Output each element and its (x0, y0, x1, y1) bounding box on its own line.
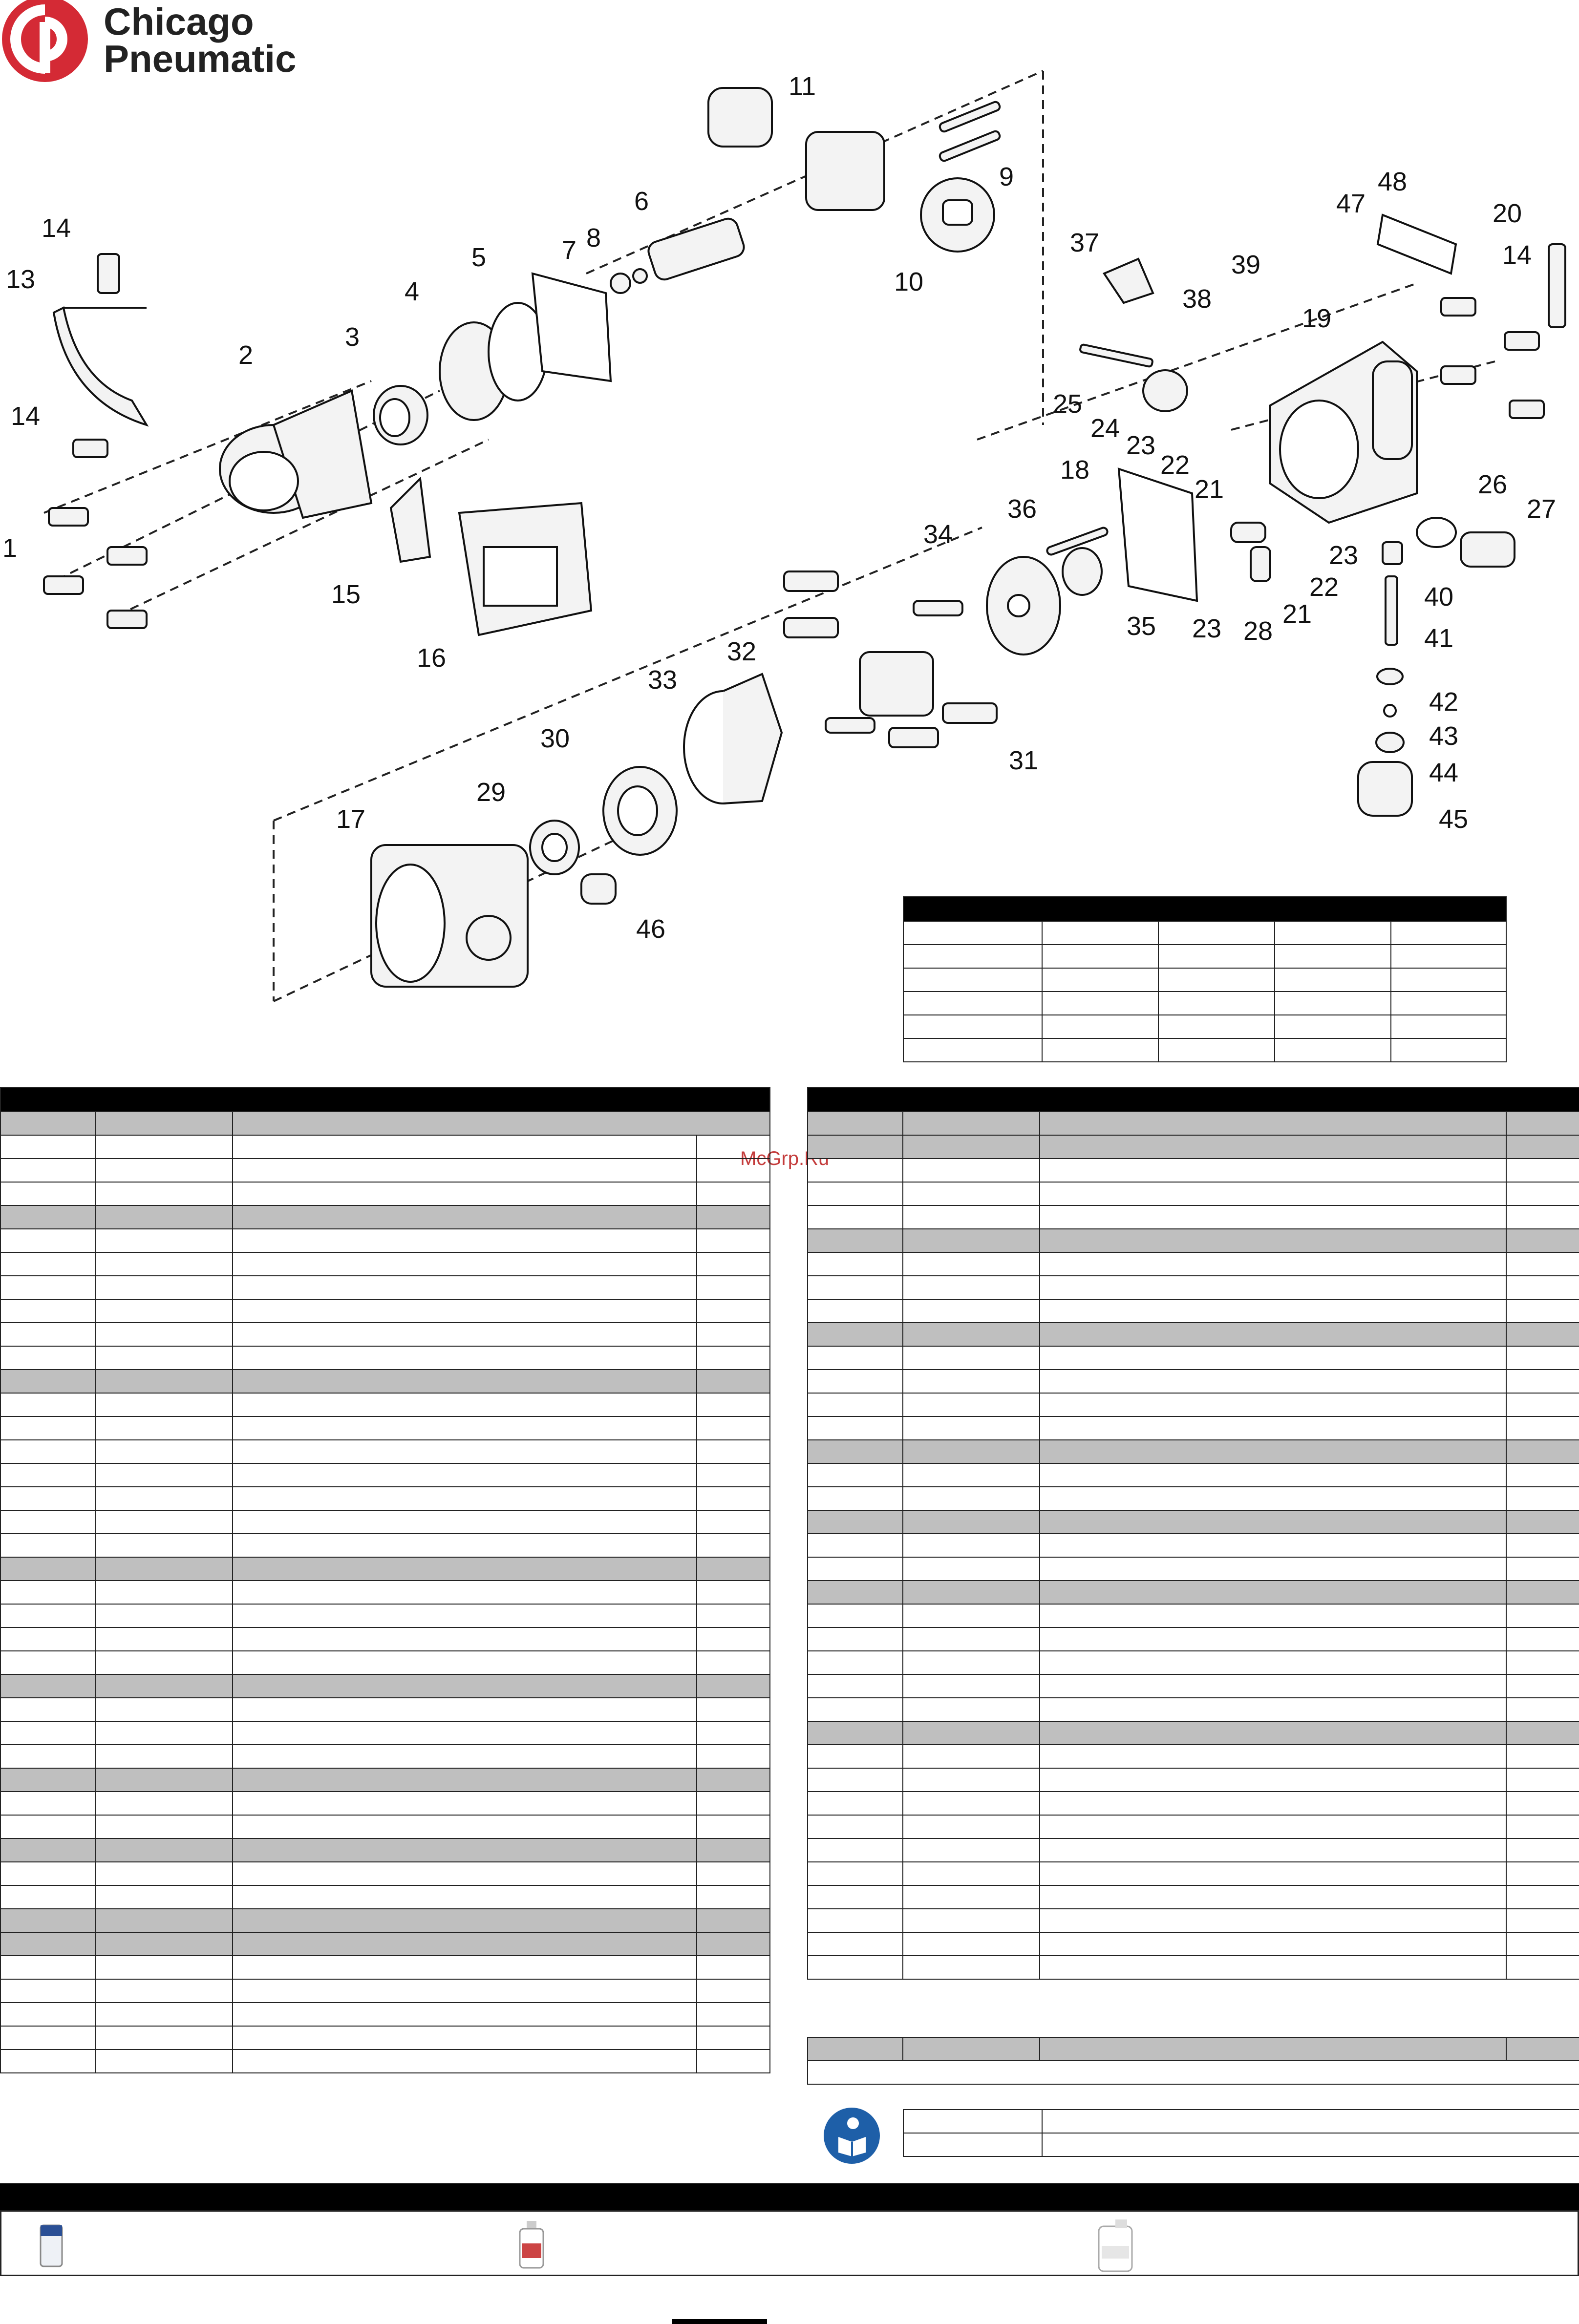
callout-35: 35 (1127, 612, 1156, 641)
callout-25: 25 (1053, 389, 1082, 419)
kit-table (807, 2037, 1579, 2085)
spec-row (903, 1014, 1507, 1039)
callout-37: 37 (1070, 228, 1099, 257)
callout-21b: 21 (1282, 599, 1312, 629)
callout-11: 11 (789, 72, 816, 101)
exploded-view-diagram: 1 2 3 4 5 6 7 8 9 10 11 13 14 14 14 15 1… (2, 70, 1566, 1002)
brand-name: Chicago Pneumatic (104, 0, 297, 80)
callout-18: 18 (1060, 455, 1089, 485)
oil-bottle-icon (519, 2221, 544, 2269)
footer-header-bar (0, 2183, 1579, 2210)
callout-labels: 1 2 3 4 5 6 7 8 9 10 11 13 14 14 14 15 1… (2, 72, 1556, 944)
callout-1: 1 (2, 533, 17, 563)
callout-5: 5 (471, 243, 486, 272)
callout-44: 44 (1429, 758, 1458, 787)
callout-23a: 23 (1126, 431, 1155, 460)
callout-21a: 21 (1195, 475, 1224, 504)
callout-19: 19 (1302, 304, 1331, 333)
assembly-guide-lines (43, 70, 1495, 1002)
callout-29: 29 (476, 778, 506, 807)
callout-30: 30 (540, 724, 570, 753)
parts-list-right (807, 1087, 1579, 1980)
callout-2: 2 (238, 340, 253, 370)
brand-name-line2: Pneumatic (104, 37, 297, 80)
callout-7: 7 (562, 235, 576, 265)
callout-46: 46 (636, 914, 665, 944)
callout-34: 34 (923, 520, 953, 549)
callout-28: 28 (1243, 616, 1273, 646)
callout-13: 13 (6, 265, 35, 294)
callout-23c: 23 (1192, 614, 1221, 643)
callout-31: 31 (1009, 746, 1038, 775)
callout-42: 42 (1429, 687, 1458, 717)
spec-table-header (902, 896, 1507, 922)
spec-row (903, 968, 1507, 992)
brand-name-line1: Chicago (104, 0, 254, 43)
spec-row (903, 1038, 1507, 1062)
callout-20: 20 (1493, 199, 1522, 228)
callout-33: 33 (648, 665, 677, 695)
callout-14c: 14 (1502, 240, 1532, 270)
callout-43: 43 (1429, 721, 1458, 751)
grease-tube-icon (40, 2224, 63, 2267)
callout-4: 4 (405, 277, 419, 306)
callout-47: 47 (1336, 189, 1366, 218)
cp-logo (2, 0, 88, 82)
callout-22b: 22 (1309, 572, 1339, 602)
callout-14b: 14 (11, 401, 40, 431)
callout-48: 48 (1378, 167, 1407, 196)
read-manual-icon (824, 2108, 880, 2164)
callout-39: 39 (1231, 250, 1260, 279)
callout-3: 3 (345, 322, 360, 352)
callout-10: 10 (894, 267, 923, 296)
callout-45: 45 (1439, 804, 1468, 834)
callout-17: 17 (336, 804, 365, 834)
callout-24: 24 (1090, 414, 1120, 443)
brand-header: Chicago Pneumatic (0, 0, 342, 83)
callout-15: 15 (331, 580, 361, 609)
callout-9: 9 (999, 162, 1014, 191)
callout-22a: 22 (1160, 450, 1190, 480)
manual-table (903, 2109, 1579, 2157)
oil-jug-icon (1098, 2219, 1133, 2272)
callout-40: 40 (1424, 582, 1453, 612)
page-tab (672, 2319, 767, 2324)
parts (43, 87, 1566, 988)
callout-27: 27 (1527, 494, 1556, 524)
callout-26: 26 (1478, 470, 1507, 499)
spec-row (903, 991, 1507, 1015)
callout-36: 36 (1007, 494, 1037, 524)
spec-row (903, 921, 1507, 945)
callout-38: 38 (1182, 284, 1212, 314)
parts-list-left (0, 1087, 770, 2073)
callout-16: 16 (417, 643, 446, 673)
callout-14a: 14 (42, 213, 71, 243)
spec-table (902, 896, 1507, 1062)
callout-41: 41 (1424, 624, 1453, 653)
callout-32: 32 (727, 637, 756, 666)
callout-6: 6 (634, 187, 649, 216)
callout-23b: 23 (1329, 541, 1358, 570)
accessories-box (0, 2210, 1579, 2276)
spec-row (903, 944, 1507, 969)
callout-8: 8 (586, 223, 601, 253)
